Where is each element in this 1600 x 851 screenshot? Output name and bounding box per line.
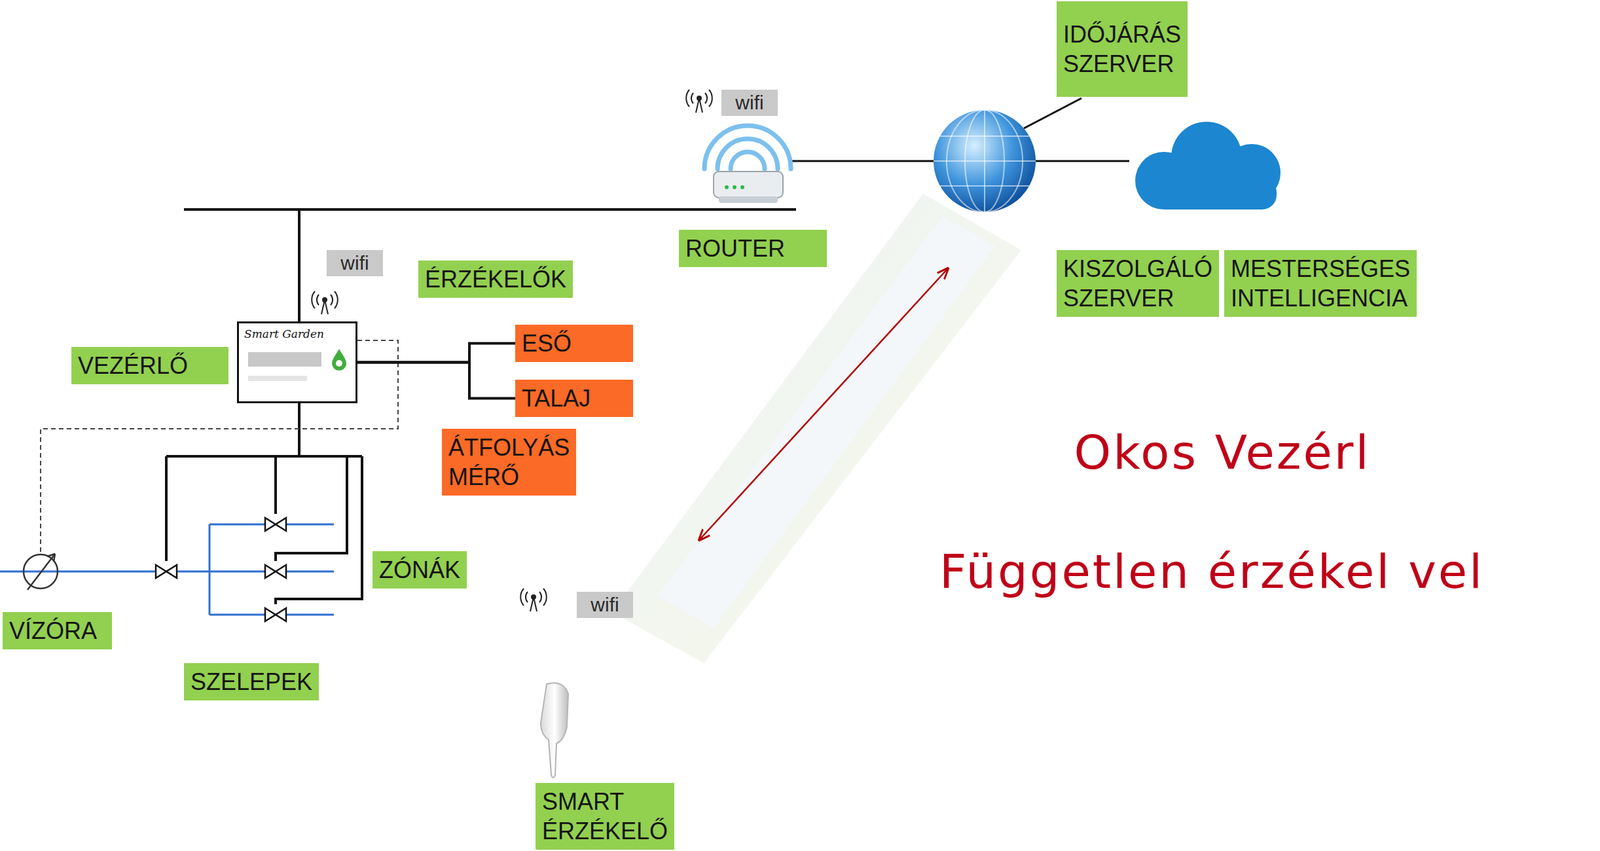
double-arrow — [699, 268, 948, 541]
device-label: VEZÉRLŐ — [71, 346, 229, 385]
drop-logo — [330, 348, 348, 371]
node-text: ÉRZÉKELŐK — [424, 264, 567, 294]
node-text: Smart Garden — [244, 327, 325, 342]
slide-heading: Független érzékel vel — [939, 543, 1485, 600]
control-wire — [166, 403, 363, 605]
water-meter-symbol — [23, 553, 58, 590]
water-meter-symbol — [27, 553, 55, 590]
node-text: wifi — [340, 250, 369, 276]
router-icon — [724, 185, 729, 190]
network-line — [183, 98, 1130, 322]
drop-logo — [335, 360, 343, 367]
globe-icon — [933, 160, 1036, 162]
wifi-tag: wifi — [576, 591, 634, 619]
node-text: VÍZÓRA — [9, 616, 97, 646]
globe-icon — [940, 185, 1030, 187]
controller-device: Smart Garden — [236, 321, 358, 404]
water-pipe — [286, 570, 334, 573]
antenna-icon — [686, 89, 713, 113]
device-label: SMART ÉRZÉKELŐ — [535, 782, 675, 850]
node-text: TALAJ — [521, 383, 591, 414]
globe-icon — [933, 109, 1036, 213]
router-icon — [740, 185, 745, 190]
node-text: IDŐJÁRÁS SZERVER — [1063, 19, 1182, 79]
sensor-box: ÁTFOLYÁS MÉRŐ — [441, 428, 577, 496]
control-wire — [275, 456, 347, 562]
antenna-icon — [311, 89, 713, 612]
slide-heading: Okos Vezérl — [1074, 424, 1371, 481]
router-icon — [718, 196, 778, 203]
wifi-tag: wifi — [721, 89, 778, 116]
drop-logo — [331, 348, 347, 371]
network-line — [1023, 98, 1082, 129]
control-wire — [166, 454, 363, 458]
cloud-icon — [1152, 178, 1277, 210]
control-wire — [164, 456, 168, 562]
device-label: ZÓNÁK — [372, 551, 467, 589]
controller-keypad — [248, 375, 308, 382]
node-text: ZÓNÁK — [379, 555, 461, 585]
device-label: VÍZÓRA — [2, 612, 112, 650]
node-text: VEZÉRLŐ — [77, 350, 188, 381]
globe-icon — [933, 109, 1036, 213]
network-line — [790, 160, 934, 163]
antenna-icon — [311, 291, 338, 315]
double-arrow — [699, 268, 948, 541]
router-icon — [730, 151, 765, 169]
server-box: IDŐJÁRÁS SZERVER — [1056, 1, 1188, 97]
control-wire — [274, 456, 277, 514]
globe-icon — [933, 109, 1036, 213]
antenna-icon — [520, 588, 547, 612]
router-icon — [713, 171, 783, 198]
network-line — [1035, 160, 1130, 163]
node-text: MESTERSÉGES INTELLIGENCIA — [1230, 254, 1411, 313]
device-label: SZELEPEK — [183, 663, 319, 701]
node-text: KISZOLGÁLÓ SZERVER — [1063, 254, 1213, 313]
valve-symbol — [155, 564, 177, 579]
connector-wire — [357, 362, 516, 399]
sensor-box: TALAJ — [515, 379, 634, 418]
router-icon — [732, 185, 737, 190]
control-wire — [275, 456, 363, 605]
wifi-tag: wifi — [326, 250, 383, 277]
sensor-box: ESŐ — [515, 324, 634, 363]
router-icon — [704, 125, 791, 169]
group-label: ÉRZÉKELŐK — [418, 260, 573, 298]
water-pipe — [208, 524, 211, 615]
connector-wire — [357, 343, 516, 363]
node-text: SMART ÉRZÉKELŐ — [542, 786, 668, 846]
node-text: wifi — [590, 592, 619, 618]
router-icon — [704, 125, 791, 169]
valve-symbol — [265, 608, 287, 622]
node-text: SZELEPEK — [190, 667, 313, 697]
valve-symbol — [265, 517, 287, 531]
router-icon — [704, 125, 791, 203]
node-text: ESŐ — [521, 328, 572, 359]
smart-sensor-icon — [540, 682, 569, 778]
node-text: ÁTFOLYÁS MÉRŐ — [448, 432, 570, 492]
water-pipe — [209, 523, 266, 526]
controller-display — [248, 352, 322, 367]
server-box: MESTERSÉGES INTELLIGENCIA — [1224, 250, 1417, 317]
water-meter-symbol — [47, 553, 55, 562]
water-pipe — [286, 523, 334, 526]
node-text: wifi — [735, 90, 764, 116]
valve-symbol — [155, 517, 287, 622]
network-line — [183, 208, 797, 211]
globe-icon — [940, 135, 1030, 137]
router-icon — [717, 138, 778, 169]
device-label: ROUTER — [678, 229, 827, 268]
network-line — [297, 209, 301, 322]
node-text: ROUTER — [685, 233, 785, 264]
water-pipe — [286, 614, 334, 617]
smart-sensor-icon — [540, 682, 569, 778]
water-pipe — [176, 570, 266, 573]
valve-symbol — [265, 564, 287, 579]
server-box: KISZOLGÁLÓ SZERVER — [1056, 250, 1219, 317]
water-pipe — [209, 614, 266, 617]
cloud-icon — [1135, 121, 1281, 210]
control-wire — [297, 403, 301, 457]
